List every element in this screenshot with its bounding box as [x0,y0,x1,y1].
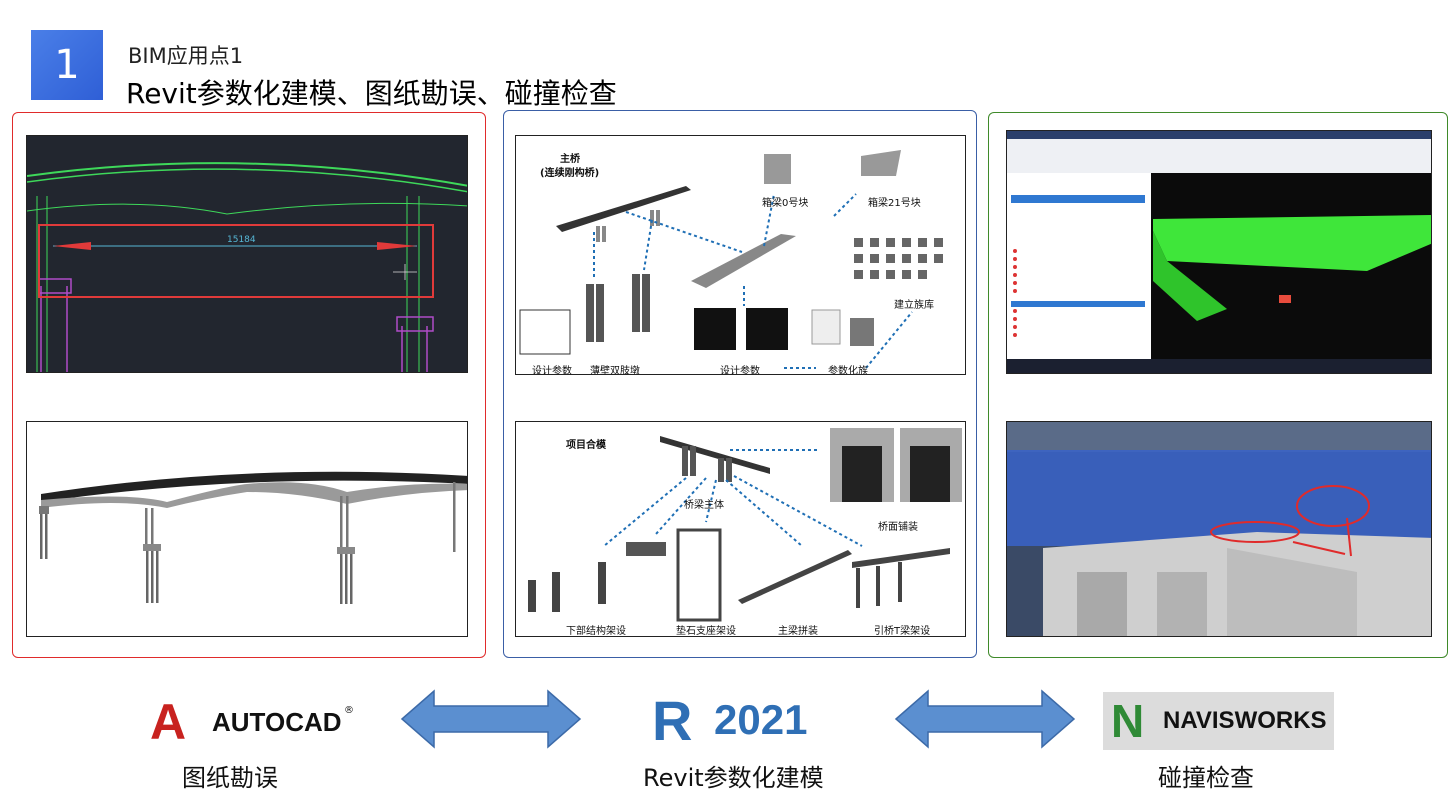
navisworks-panel-frame [988,112,1448,658]
family-lib-label: 建立族库 [894,300,934,311]
navisworks-logo-mark: N [1111,695,1145,747]
revit-project-merge-graphic [528,428,962,622]
autocad-revit-double-arrow [400,689,582,749]
cad-drawing-screenshot: 15184 [26,135,468,373]
navisworks-logo: N NAVISWORKS [1103,692,1334,750]
section-subtitle: BIM应用点1 [128,44,244,68]
section-number-badge: 1 [31,30,103,100]
main-bridge-label: 主桥 [560,154,580,165]
cad-dimension-text: 15184 [227,235,256,245]
substructure-label: 下部结构架设 [566,626,626,637]
main-bridge-sub-label: (连续刚构桥) [540,168,600,179]
block0-label: 箱梁0号块 [762,198,809,209]
autocad-logo-text: AUTOCAD [212,707,342,737]
approach-label: 引桥T梁架设 [874,626,931,637]
block21-label: 箱梁21号块 [868,198,921,209]
section-title: Revit参数化建模、图纸勘误、碰撞检查 [126,77,617,110]
bearing-label: 垫石支座架设 [676,626,736,637]
design-params-mid-label: 设计参数 [720,366,760,375]
revit-navisworks-double-arrow [894,689,1076,749]
revit-logo-year: 2021 [714,696,808,743]
navisworks-clash-graphic [1007,422,1431,636]
deck-label: 桥面铺装 [878,522,918,533]
section-number: 1 [54,42,80,88]
merge-label: 项目合模 [566,440,606,451]
autocad-logo: A AUTOCAD ® [150,694,360,750]
revit-parametric-diagram: 主桥 (连续刚构桥) 箱梁0号块 箱梁21号块 建立族库 设计参数 薄壁双肢墩 … [515,135,966,375]
navisworks-clash-view [1006,421,1432,637]
autocad-caption: 图纸勘误 [182,764,278,792]
girder-label: 主梁拼装 [778,626,818,637]
bridge-elevation-graphic [39,471,467,604]
revit-logo-mark: R [652,689,693,752]
cad-drawing-graphic: 15184 [27,162,467,372]
autocad-panel-frame [12,112,486,658]
bridge-body-label: 桥梁主体 [684,500,724,511]
revit-logo: R 2021 [650,689,820,752]
pier-label: 薄壁双肢墩 [590,366,640,375]
navisworks-software-screenshot [1006,130,1432,374]
revit-parametric-graphic [519,150,943,369]
autocad-logo-reg: ® [344,705,354,716]
bridge-elevation-screenshot [26,421,468,637]
navisworks-logo-text: NAVISWORKS [1163,707,1327,734]
navisworks-ui-graphic [1007,131,1431,373]
revit-panel-frame [503,110,977,658]
navisworks-caption: 碰撞检查 [1158,764,1254,792]
revit-caption: Revit参数化建模 [643,764,824,792]
autocad-logo-mark: A [150,694,187,750]
revit-project-merge-diagram: 项目合模 桥梁主体 桥面铺装 下部结构架设 垫石支座架设 主梁拼装 引桥T梁架设 [515,421,966,637]
design-params-left-label: 设计参数 [532,366,572,375]
param-family-label: 参数化族 [828,366,868,375]
